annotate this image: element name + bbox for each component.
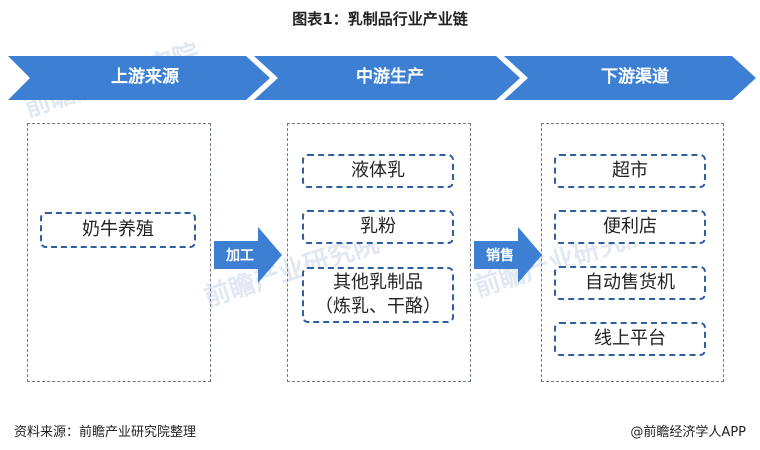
stage-chevron-downstream [504,56,756,100]
stage-chevron-upstream [8,56,270,100]
upstream-column: 奶牛养殖 [27,123,211,382]
sales-label: 销售 [486,248,514,264]
midstream-item: 液体乳 [302,154,454,188]
downstream-column: 超市 便利店 自动售货机 线上平台 [541,123,724,382]
figure-title: 图表1：乳制品行业产业链 [292,10,468,28]
downstream-item: 便利店 [554,210,706,244]
midstream-item-line2: （炼乳、干酪） [315,296,441,317]
process-label: 加工 [226,248,254,264]
stage-banner [8,56,756,100]
stage-chevron-midstream [254,56,520,100]
stage-label-midstream: 中游生产 [356,67,424,87]
source-note: 资料来源：前瞻产业研究院整理 [14,425,197,440]
midstream-item-line1: 其他乳制品 [333,271,423,293]
process-arrow [214,227,282,283]
stage-label-downstream: 下游渠道 [601,67,669,87]
midstream-item: 其他乳制品 （炼乳、干酪） [302,267,454,323]
upstream-item: 奶牛养殖 [40,212,196,248]
brand-credit: @前瞻经济学人APP [630,425,746,440]
downstream-item: 线上平台 [554,322,706,356]
stage-label-upstream: 上游来源 [111,67,179,87]
midstream-column: 液体乳 乳粉 其他乳制品 （炼乳、干酪） [287,123,471,382]
downstream-item: 超市 [554,154,706,188]
midstream-item: 乳粉 [302,210,454,244]
downstream-item: 自动售货机 [554,266,706,300]
sales-arrow [474,227,542,283]
